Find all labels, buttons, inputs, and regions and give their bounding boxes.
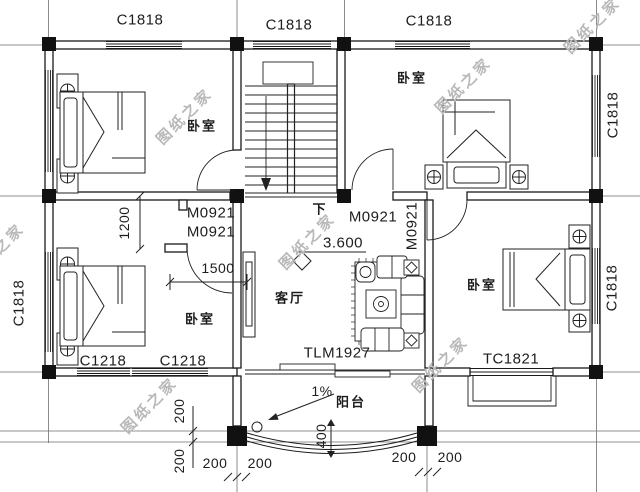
bed-bottom-left <box>56 247 146 366</box>
bed-top-right <box>424 99 529 190</box>
window-left-lower <box>45 252 53 352</box>
window-top-3 <box>395 41 470 49</box>
door-label-hall-1: M0921 <box>186 204 236 222</box>
room-label-bedroom-top-left: 卧室 <box>186 118 218 134</box>
window-label-top-3: C1818 <box>405 12 453 30</box>
window-right-lower <box>592 248 600 324</box>
window-c1218-2 <box>132 368 208 376</box>
room-label-balcony: 阳台 <box>335 394 367 410</box>
door-bedroom-bottom-left <box>186 247 233 294</box>
bed-top-left <box>56 73 146 194</box>
windows <box>45 41 600 407</box>
window-label-c1218-2: C1218 <box>159 352 207 370</box>
slope-leader <box>271 393 335 419</box>
dim-400: 400 <box>313 423 329 449</box>
door-bedroom-right <box>426 199 468 241</box>
annotation-marks <box>251 251 366 433</box>
window-c1218-1 <box>77 368 130 376</box>
window-label-top-1: C1818 <box>116 11 164 29</box>
dim-1200: 1200 <box>116 206 132 240</box>
columns <box>42 37 603 446</box>
dimension-marks <box>135 191 442 482</box>
dim-200-bottom-left-a: 200 <box>202 455 228 471</box>
room-label-bedroom-top-right: 卧室 <box>396 70 428 86</box>
room-label-bedroom-bottom-left: 卧室 <box>184 311 216 327</box>
drain-circle <box>251 421 263 433</box>
window-top-1 <box>106 41 182 49</box>
doors <box>186 148 468 294</box>
dim-200-bottom-right-b: 200 <box>437 449 463 465</box>
level-label: 3.600 <box>322 234 364 252</box>
dim-200-left-b: 200 <box>171 448 187 474</box>
room-label-bedroom-right: 卧室 <box>466 277 498 293</box>
window-label-left: C1818 <box>10 279 28 327</box>
bed-right <box>502 224 591 333</box>
sofa-set <box>351 255 425 352</box>
door-label-bedroom-top-right: M0921 <box>348 208 398 226</box>
sliding-door <box>245 363 425 378</box>
stair-down-label: 下 <box>312 201 328 217</box>
window-left-upper <box>45 70 53 172</box>
sliding-door-label: TLM1927 <box>303 344 371 362</box>
window-label-right-lower: C1818 <box>603 264 621 312</box>
window-label-c1218-1: C1218 <box>79 352 127 370</box>
staircase <box>245 61 337 198</box>
slope-arrowhead <box>268 413 279 420</box>
dim-200-bottom-left-b: 200 <box>247 455 273 471</box>
door-bedroom-top-left <box>196 149 238 191</box>
bay-window-label: TC1821 <box>482 350 540 368</box>
coffee-table <box>365 289 397 319</box>
door-label-bedroom-right: M0921 <box>403 201 421 251</box>
sofa-main <box>400 275 425 335</box>
dim-1500: 1500 <box>201 260 235 276</box>
tv-stand <box>242 251 256 338</box>
window-label-top-2: C1818 <box>265 16 313 34</box>
level-diamond <box>292 251 312 271</box>
room-label-living: 客厅 <box>274 290 306 306</box>
dim-200-left-a: 200 <box>171 398 187 424</box>
dim-200-bottom-right-a: 200 <box>391 449 417 465</box>
slope-label: 1% <box>311 383 333 399</box>
window-label-right-upper: C1818 <box>604 91 622 139</box>
door-bedroom-top-right <box>351 148 394 191</box>
bay-window <box>467 368 557 407</box>
door-label-hall-2: M0921 <box>186 223 236 241</box>
window-top-2 <box>253 41 331 49</box>
window-right-upper <box>592 75 600 157</box>
